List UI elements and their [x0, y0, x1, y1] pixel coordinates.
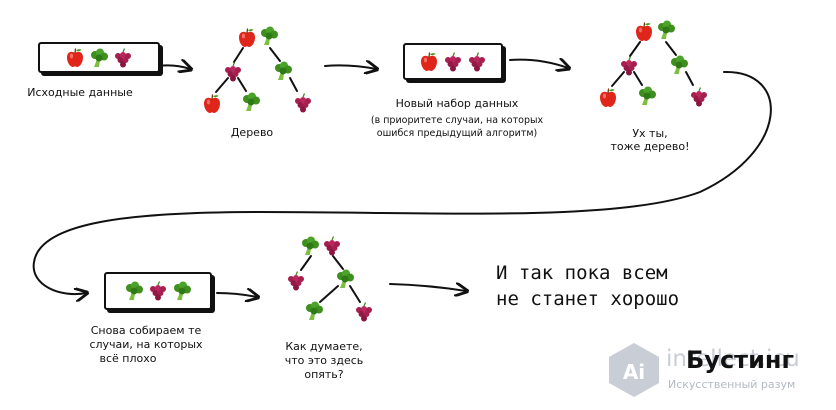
bad-cases-box: [104, 272, 212, 310]
label-guess-3: опять?: [304, 368, 344, 381]
broccoli-icon: [668, 54, 690, 76]
broccoli-icon: [171, 280, 193, 302]
grapes-icon: [285, 270, 307, 292]
label-source-data: Исходные данные: [27, 86, 133, 99]
watermark-tagline: Искусственный разум: [668, 378, 796, 391]
apple-icon: [64, 47, 86, 69]
broccoli-icon: [240, 91, 262, 113]
label-guess-1: Как думаете,: [285, 340, 363, 353]
broccoli-icon: [334, 268, 356, 290]
apple-icon: [201, 93, 223, 115]
flow-arrow-2: [324, 65, 376, 69]
broccoli-icon: [636, 85, 658, 107]
svg-text:Ai: Ai: [623, 360, 645, 384]
flow-arrow-4: [216, 293, 257, 297]
new-dataset-box: [403, 43, 503, 80]
label-again-3: всё плохо: [99, 352, 157, 365]
label-wow-1: Ух ты,: [632, 127, 668, 140]
grapes-icon: [466, 51, 488, 73]
grapes-icon: [688, 86, 710, 108]
grapes-icon: [321, 235, 343, 257]
grapes-icon: [353, 301, 375, 323]
label-again-1: Снова собираем те: [90, 324, 202, 337]
loop-arrow: [32, 70, 772, 294]
label-until-1: И так пока всем: [496, 262, 668, 284]
label-guess-2: что это здесь: [284, 354, 364, 367]
watermark: Ai intellect.icu Искусственный разум: [604, 340, 834, 400]
label-until-2: не станет хорошо: [496, 288, 680, 310]
grapes-icon: [442, 51, 464, 73]
label-wow-2: тоже дерево!: [610, 140, 690, 153]
label-new-dataset: Новый набор данных: [395, 97, 519, 110]
grapes-icon: [147, 280, 169, 302]
watermark-brand: intellect.icu: [666, 346, 800, 372]
apple-icon: [597, 87, 619, 109]
flow-arrow-5: [389, 284, 466, 291]
broccoli-icon: [272, 60, 294, 82]
label-tree: Дерево: [230, 126, 274, 139]
broccoli-icon: [123, 280, 145, 302]
broccoli-icon: [303, 300, 325, 322]
source-data-box: [38, 42, 160, 73]
broccoli-icon: [655, 19, 677, 41]
broccoli-icon: [88, 47, 110, 69]
grapes-icon: [292, 92, 314, 114]
flow-arrow-3: [509, 60, 568, 68]
grapes-icon: [112, 47, 134, 69]
label-new-dataset-note-2: ошибся предыдущий алгоритм): [376, 128, 538, 139]
apple-icon: [633, 21, 655, 43]
apple-icon: [418, 51, 440, 73]
broccoli-icon: [299, 235, 321, 257]
broccoli-icon: [258, 25, 280, 47]
flow-arrow-1: [157, 65, 190, 69]
label-again-2: случаи, на которых: [89, 338, 203, 351]
apple-icon: [236, 27, 258, 49]
label-new-dataset-note-1: (в приоритете случаи, на которых: [370, 115, 544, 126]
grapes-icon: [618, 55, 640, 77]
watermark-logo-icon: Ai: [609, 343, 659, 397]
grapes-icon: [222, 61, 244, 83]
page-title: Бустинг: [686, 346, 795, 374]
